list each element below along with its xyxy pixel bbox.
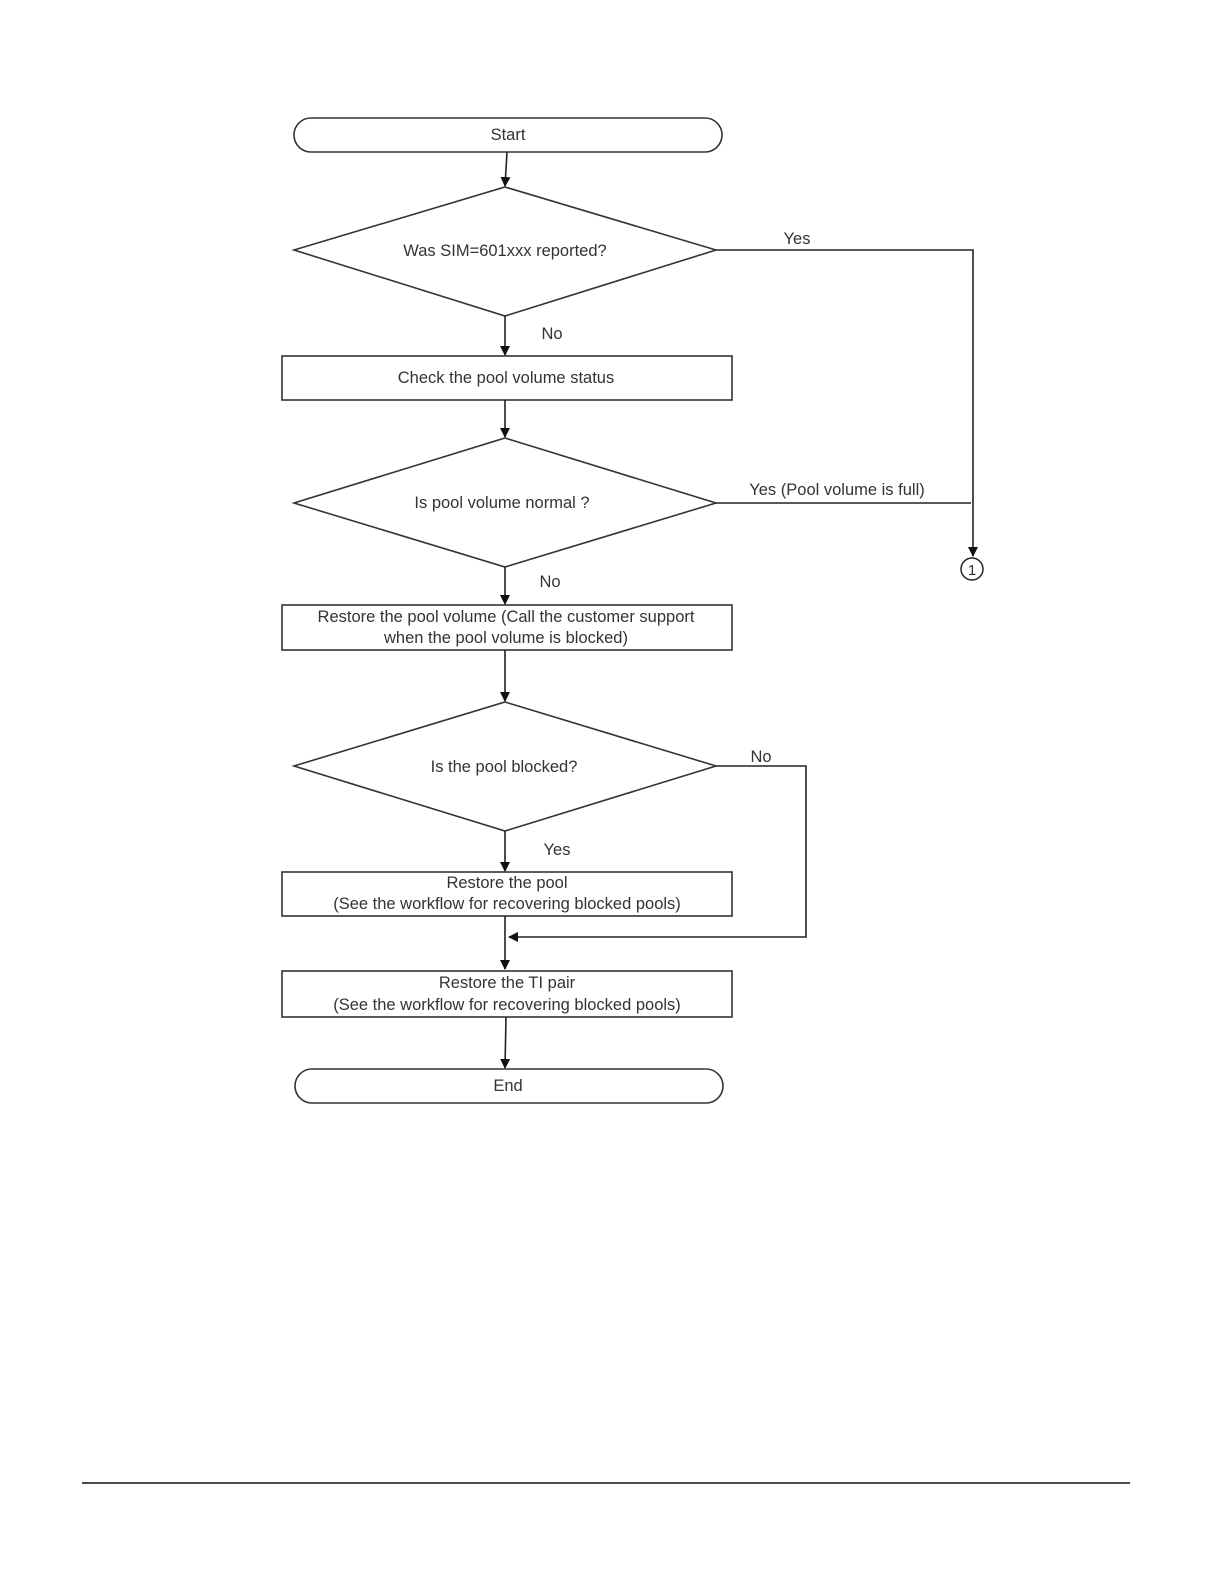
sim-no-label: No xyxy=(541,325,562,343)
restore-ti-line1: Restore the TI pair xyxy=(439,974,576,992)
pool-normal-no-label: No xyxy=(539,573,560,591)
restore-ti-pair-box: Restore the TI pair (See the workflow fo… xyxy=(281,970,733,1018)
restore-pool-line2: (See the workflow for recovering blocked… xyxy=(333,895,681,913)
restore-volume-line2: when the pool volume is blocked) xyxy=(383,629,628,647)
sim-yes-label: Yes xyxy=(784,230,811,248)
decision-pool-blocked: Is the pool blocked? xyxy=(291,701,719,832)
end-terminal: End xyxy=(294,1068,724,1104)
decision-pool-normal: Is pool volume normal ? xyxy=(291,437,719,568)
blocked-yes-label: Yes xyxy=(544,841,571,859)
restore-pool-box: Restore the pool (See the workflow for r… xyxy=(281,871,733,917)
check-pool-label: Check the pool volume status xyxy=(398,369,614,387)
restore-ti-line2: (See the workflow for recovering blocked… xyxy=(333,996,681,1014)
end-label: End xyxy=(493,1077,522,1095)
arrow-ti-to-end xyxy=(500,1016,511,1069)
decision-blocked-label: Is the pool blocked? xyxy=(431,758,578,776)
restore-pool-volume-box: Restore the pool volume (Call the custom… xyxy=(281,604,733,651)
connector-1: 1 xyxy=(960,557,984,581)
arrow-start-to-sim xyxy=(500,151,511,187)
start-label: Start xyxy=(491,126,526,144)
decision-pool-normal-label: Is pool volume normal ? xyxy=(414,494,589,512)
pool-normal-yes-label: Yes (Pool volume is full) xyxy=(749,481,924,499)
decision-sim-label: Was SIM=601xxx reported? xyxy=(403,242,606,260)
connector-label: 1 xyxy=(968,562,976,579)
restore-pool-line1: Restore the pool xyxy=(446,874,567,892)
restore-volume-line1: Restore the pool volume (Call the custom… xyxy=(318,608,695,626)
arrow-blocked-no xyxy=(508,765,807,942)
arrow-sim-yes xyxy=(716,249,978,557)
blocked-no-label: No xyxy=(750,748,771,766)
start-terminal: Start xyxy=(293,117,723,153)
check-pool-status-box: Check the pool volume status xyxy=(281,355,733,401)
decision-sim-reported: Was SIM=601xxx reported? xyxy=(291,186,719,317)
